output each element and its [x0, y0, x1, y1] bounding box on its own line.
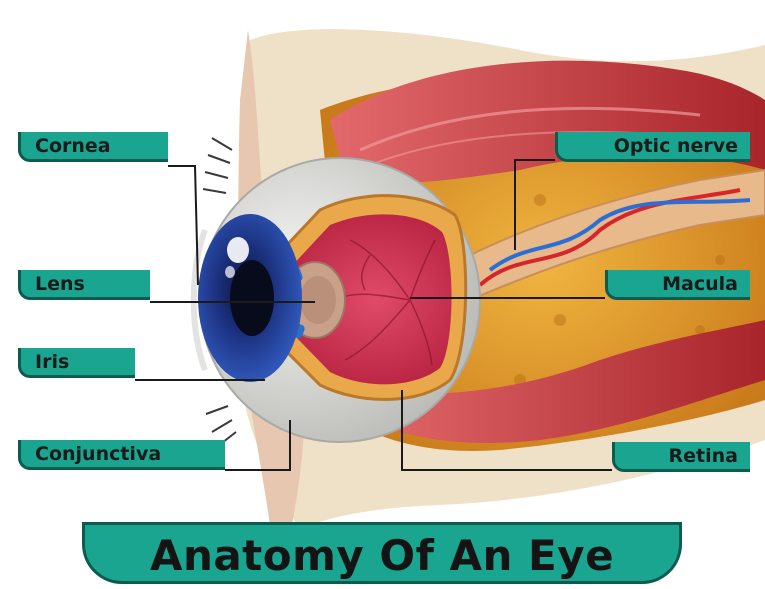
label-lens: Lens	[18, 270, 150, 300]
label-conjunctiva: Conjunctiva	[18, 440, 225, 470]
label-macula: Macula	[605, 270, 750, 300]
pupil	[230, 260, 274, 336]
label-retina: Retina	[612, 442, 750, 472]
label-cornea: Cornea	[18, 132, 168, 162]
label-optic-nerve: Optic nerve	[555, 132, 750, 162]
label-iris: Iris	[18, 348, 135, 378]
diagram-title: Anatomy Of An Eye	[85, 531, 679, 580]
title-banner: Anatomy Of An Eye	[82, 522, 682, 584]
